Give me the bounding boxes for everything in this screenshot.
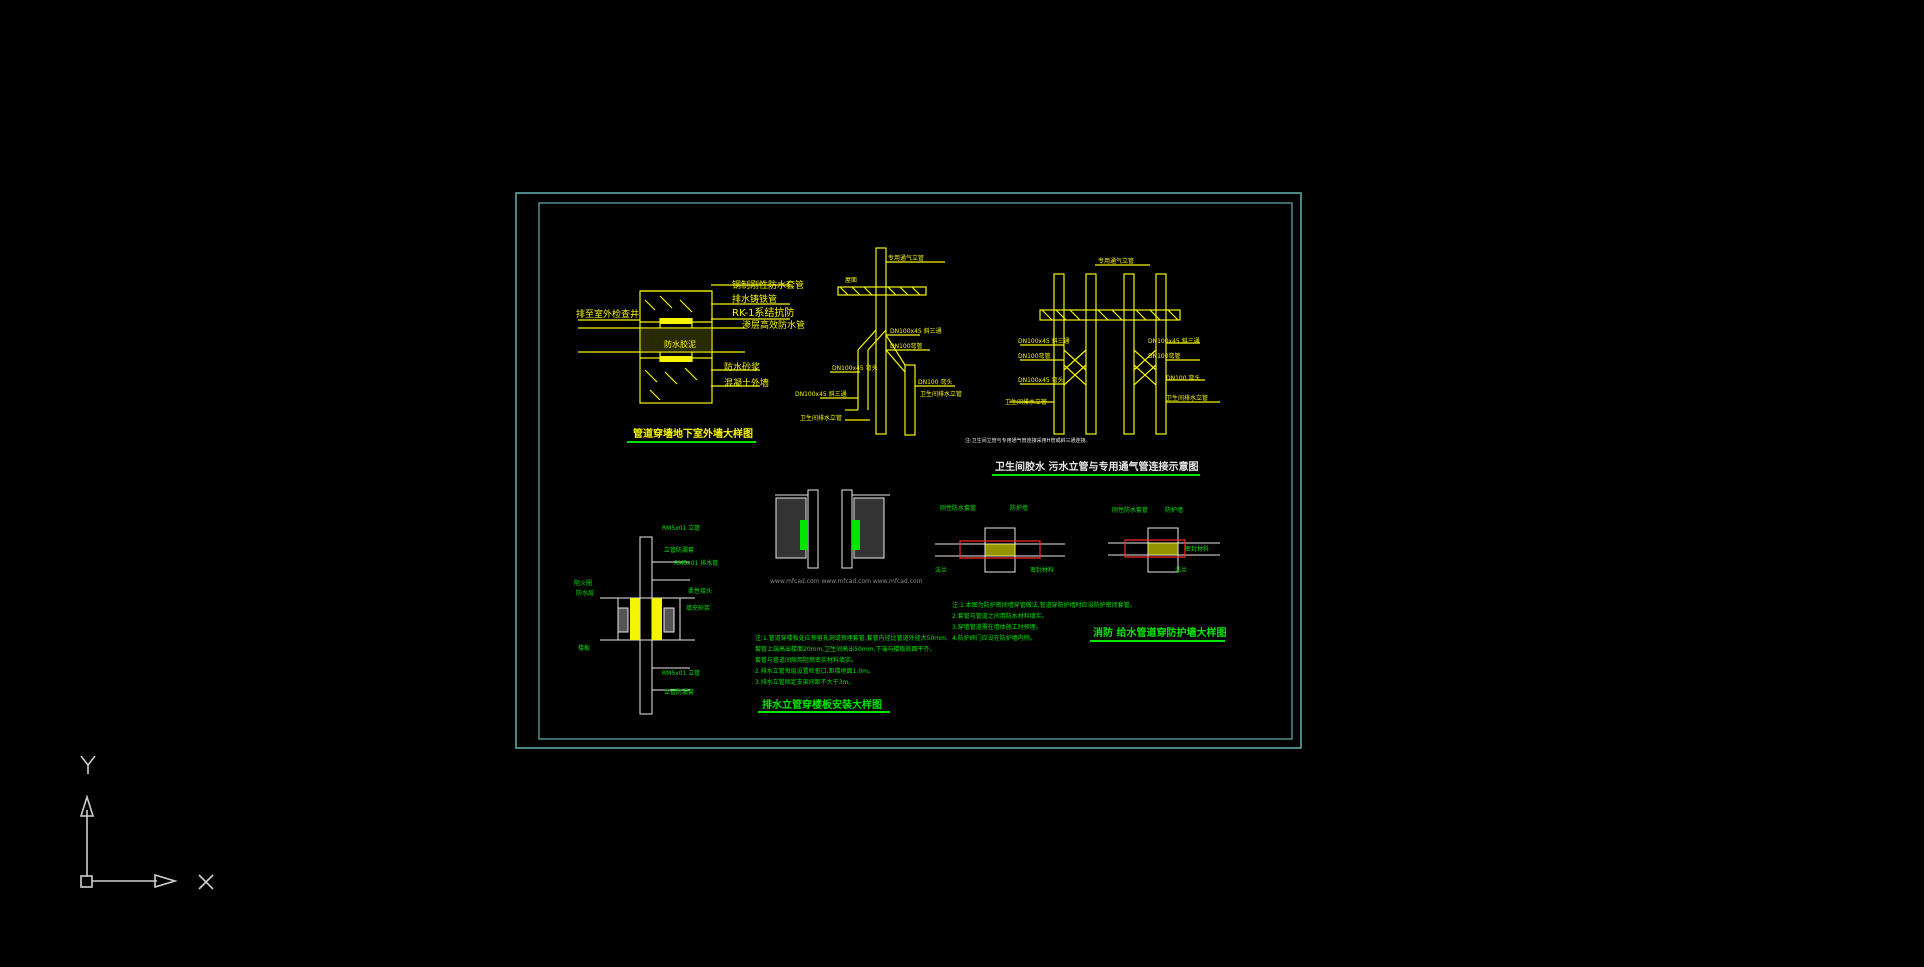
label-outlet: 排至室外检查井 — [576, 308, 639, 320]
title-protection: 消防 给水管道穿防护墙大样图 — [1093, 626, 1226, 639]
label-dn2-b: DN100弯管 — [1018, 352, 1051, 360]
note-center-2: 套管上端高出楼面20mm,卫生间高出50mm,下端与楼板底面平齐。 — [755, 645, 935, 653]
label-firewall: 防护墙 — [1010, 504, 1028, 512]
drain-riser-detail: RM5x01 立管 立管防漏套 RM5x01 排水管 阻火圈 防水层 柔性接头 … — [574, 524, 718, 715]
note-right-4: 4.防护阀门应设在防护墙内侧。 — [952, 634, 1036, 642]
label-vent: 专用通气立管 — [888, 254, 924, 262]
label-branch-4: 卫生间排水立管 — [1166, 394, 1208, 402]
label-branch-2: 卫生间排水立管 — [920, 390, 962, 398]
riser-connection-right: 专用通气立管 DN100x45 斜三通 DN100弯管 DN100x45 弯头 … — [965, 257, 1220, 476]
label-dn4-b: DN100 弯头 — [1166, 374, 1200, 382]
label-rk: RK-1系结抗防 — [732, 306, 794, 319]
label-drain-pipe: 排水铸铁管 — [732, 293, 777, 305]
label-vent-2: 专用通气立管 — [1098, 257, 1134, 265]
label-waterproof: 防水层 — [576, 589, 594, 597]
watermark: www.mfcad.com www.mfcad.com www.mfcad.co… — [770, 578, 923, 585]
label-sleeve: 立管防漏套 — [664, 546, 694, 554]
title-wall-detail: 管道穿墙地下室外墙大样图 — [633, 427, 753, 440]
note-right-1: 注:1.本图为防护密闭墙穿管做法,管道穿防护墙时应设防护密闭套管。 — [952, 601, 1136, 609]
label-slab: 楼板 — [578, 644, 590, 652]
label-dn2: DN100弯管 — [890, 342, 923, 350]
label-dn3: DN100x45 斜三通 — [795, 390, 847, 398]
label-riser-a: RM5x01 立管 — [662, 524, 700, 532]
note-center-1: 注:1.管道穿楼板处应预留孔洞或预埋套管,套管内径比管道外径大50mm, — [755, 634, 948, 642]
label-firewall-2: 防护墙 — [1165, 506, 1183, 514]
label-rigid-2: 刚性防水套管 — [1112, 506, 1148, 514]
label-fill: 填充砂浆 — [686, 604, 710, 612]
label-seal: 密封材料 — [1030, 566, 1054, 574]
label-branch: 卫生间排水立管 — [800, 414, 842, 422]
label-flange: 法兰 — [935, 566, 947, 574]
wall-penetration-detail: 钢制刚性防水套管 排水铸铁管 RK-1系结抗防 渗层高效防水管 防水胶泥 防水砂… — [576, 279, 805, 443]
label-dn2-c: DN100弯管 — [1148, 352, 1181, 360]
label-water-stop: 钢制刚性防水套管 — [732, 279, 804, 291]
note-center-5: 3.排水立管固定支架间距不大于3m。 — [755, 678, 854, 686]
label-branch-3: 卫生间排水立管 — [1005, 398, 1047, 406]
label-dn1: DN100x45 斜三通 — [890, 327, 942, 335]
protection-wall-detail: 刚性防水套管 防护墙 密封材料 法兰 刚性防水套管 防护墙 密封材料 法兰 注:… — [935, 504, 1226, 642]
label-rigid: 刚性防水套管 — [940, 504, 976, 512]
note-right-2: 2.套管与管道之间用防水材料填实。 — [952, 612, 1048, 620]
label-dn3-b: DN100x45 斜三通 — [1148, 337, 1200, 345]
note-right-3: 3.穿墙管道需在墙体施工时预埋。 — [952, 623, 1042, 631]
ucs-icon — [79, 755, 214, 890]
title-drain-riser: 排水立管穿楼板安装大样图 — [762, 698, 882, 711]
note-center-4: 2.排水立管每层设置检查口,距楼地面1.0m。 — [755, 667, 874, 675]
label-roof: 屋面 — [845, 277, 857, 284]
title-riser: 卫生间胶水 污水立管与专用通气管连接示意图 — [995, 460, 1198, 473]
label-dn4: DN100 弯头 — [918, 378, 952, 386]
label-wall: 混凝土外墙 — [724, 377, 769, 389]
label-dn1-b: DN100x45 斜三通 — [1018, 337, 1070, 345]
label-rk-2: 渗层高效防水管 — [742, 319, 805, 331]
drawing-frame — [515, 192, 1302, 749]
label-riser-a2: RM5x01 立管 — [662, 669, 700, 677]
label-seal-2: 密封材料 — [1185, 545, 1209, 553]
label-flexible: 柔性接头 — [688, 587, 712, 595]
upper-note: 注:卫生间立管与专用通气管连接采用H管或斜三通连接。 — [965, 437, 1090, 444]
label-flange-2: 法兰 — [1175, 566, 1187, 574]
label-sealant: 防水胶泥 — [664, 339, 696, 349]
note-center-3: 套管与管道间隙用阻燃密实材料填实。 — [755, 656, 857, 664]
label-fireproof: 阻火圈 — [574, 579, 592, 587]
slab-section-detail: www.mfcad.com www.mfcad.com www.mfcad.co… — [755, 489, 948, 713]
label-mortar: 防水砂浆 — [724, 361, 760, 373]
label-dn5: DN100x45 弯头 — [832, 364, 878, 372]
riser-connection-left: 专用通气立管 屋面 DN100x45 斜三通 DN100弯管 DN100 弯头 … — [795, 247, 962, 436]
label-dn5-b: DN100x45 弯头 — [1018, 376, 1064, 384]
label-riser-b: RM5x01 排水管 — [674, 559, 718, 567]
label-sleeve-2: 立管防漏套 — [664, 688, 694, 696]
